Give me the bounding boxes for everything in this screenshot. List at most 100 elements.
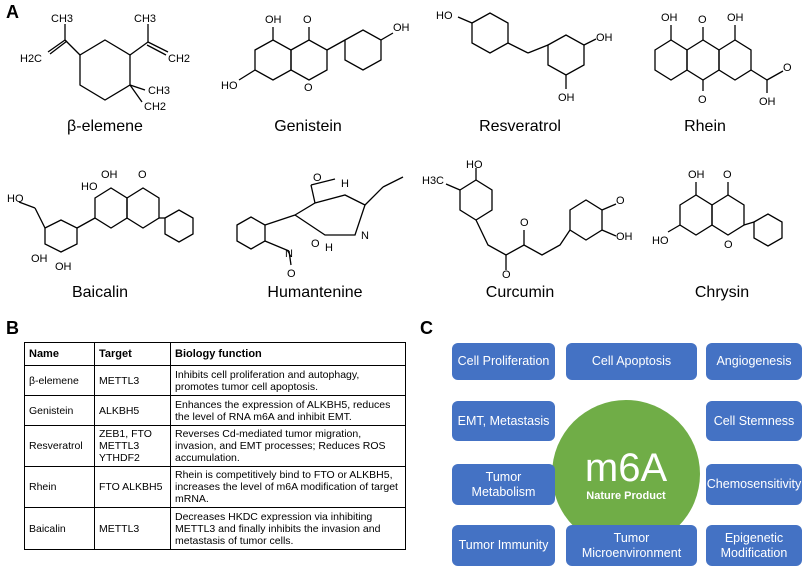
svg-text:O: O xyxy=(723,169,732,181)
svg-text:CH3: CH3 xyxy=(148,85,170,97)
compound-name-rhein: Rhein xyxy=(684,118,726,135)
box-cell-proliferation: Cell Proliferation xyxy=(452,343,555,380)
box-cell-apoptosis: Cell Apoptosis xyxy=(566,343,697,380)
header-target: Target xyxy=(94,342,171,366)
svg-text:N: N xyxy=(361,230,369,242)
svg-text:OH: OH xyxy=(759,96,776,108)
humantenine-structure: O H N H N O O xyxy=(236,172,404,280)
table-header-row: Name Target Biology function xyxy=(24,342,406,366)
cell-name: β-elemene xyxy=(24,365,95,396)
cell-name: Rhein xyxy=(24,466,95,508)
svg-text:CH3: CH3 xyxy=(134,13,156,25)
cell-function: Inhibits cell proliferation and autophag… xyxy=(170,365,406,396)
svg-text:HO: HO xyxy=(7,193,24,205)
compound-name-humantenine: Humantenine xyxy=(267,284,363,301)
svg-text:HO: HO xyxy=(436,10,453,22)
cell-target: METTL3 xyxy=(94,507,171,550)
cell-name: Resveratrol xyxy=(24,425,95,467)
nature-product-subtitle: Nature Product xyxy=(586,490,666,502)
box-tumor-metabolism: Tumor Metabolism xyxy=(452,464,555,505)
compound-name-genistein: Genistein xyxy=(274,118,342,135)
svg-text:OH: OH xyxy=(265,14,282,26)
svg-text:HO: HO xyxy=(466,159,483,171)
svg-text:O: O xyxy=(304,82,313,94)
beta-elemene-structure: CH3 CH3 H2C CH2 CH3 CH2 xyxy=(20,13,190,113)
table-row: Baicalin METTL3 Decreases HKDC expressio… xyxy=(24,507,406,550)
svg-text:H: H xyxy=(325,242,333,254)
svg-text:N: N xyxy=(285,248,293,260)
svg-text:OH: OH xyxy=(688,169,705,181)
baicalin-structure: HO OH O HO OH OH xyxy=(7,169,194,273)
box-chemosensitivity: Chemosensitivity xyxy=(706,464,802,505)
table-row: β-elemene METTL3 Inhibits cell prolifera… xyxy=(24,365,406,396)
svg-text:O: O xyxy=(616,195,625,207)
box-tumor-microenvironment: Tumor Microenvironment xyxy=(566,525,697,566)
m6a-center-circle: m6A Nature Product xyxy=(552,400,700,548)
svg-text:O: O xyxy=(698,14,707,26)
svg-text:O: O xyxy=(783,62,792,74)
svg-text:OH: OH xyxy=(55,261,72,273)
compound-name-baicalin: Baicalin xyxy=(71,284,129,301)
svg-text:CH3: CH3 xyxy=(51,13,73,25)
table-row: Rhein FTO ALKBH5 Rhein is competitively … xyxy=(24,466,406,508)
svg-text:OH: OH xyxy=(596,32,613,44)
box-epigenetic-modification: Epigenetic Modification xyxy=(706,525,802,566)
box-emt-metastasis: EMT, Metastasis xyxy=(452,401,555,441)
box-angiogenesis: Angiogenesis xyxy=(706,343,802,380)
compound-name-beta-elemene: β-elemene xyxy=(67,118,143,135)
svg-text:H3C: H3C xyxy=(422,175,444,187)
cell-target: METTL3 xyxy=(94,365,171,396)
svg-text:OH: OH xyxy=(31,253,48,265)
svg-text:O: O xyxy=(303,14,312,26)
panel-label-c: C xyxy=(420,318,433,338)
box-tumor-immunity: Tumor Immunity xyxy=(452,525,555,566)
cell-name: Genistein xyxy=(24,395,95,426)
svg-text:O: O xyxy=(502,269,511,281)
svg-text:OH: OH xyxy=(393,22,410,34)
biology-function-table: Name Target Biology function β-elemene M… xyxy=(24,342,406,550)
table-row: Genistein ALKBH5 Enhances the expression… xyxy=(24,395,406,426)
header-name: Name xyxy=(24,342,95,366)
header-biology-function: Biology function xyxy=(170,342,406,366)
resveratrol-structure: HO OH OH xyxy=(436,10,613,104)
cell-target: ALKBH5 xyxy=(94,395,171,426)
svg-text:OH: OH xyxy=(727,12,744,24)
rhein-structure: O O OH OH O OH xyxy=(654,12,792,108)
svg-text:CH2: CH2 xyxy=(144,101,166,113)
cell-function: Enhances the expression of ALKBH5, reduc… xyxy=(170,395,406,426)
svg-text:OH: OH xyxy=(101,169,118,181)
svg-text:O: O xyxy=(520,217,529,229)
svg-text:HO: HO xyxy=(221,80,238,92)
box-cell-stemness: Cell Stemness xyxy=(706,401,802,441)
compound-name-curcumin: Curcumin xyxy=(485,284,555,301)
genistein-structure: O OH HO OH O xyxy=(221,14,410,94)
svg-text:O: O xyxy=(724,239,733,251)
cell-target: FTO ALKBH5 xyxy=(94,466,171,508)
cell-target: ZEB1, FTO METTL3 YTHDF2 xyxy=(94,425,171,467)
svg-text:H: H xyxy=(341,178,349,190)
cell-function: Decreases HKDC expression via inhibiting… xyxy=(170,507,406,550)
svg-text:O: O xyxy=(287,268,296,280)
panel-label-a: A xyxy=(6,2,19,22)
svg-text:CH2: CH2 xyxy=(168,53,190,65)
curcumin-structure: HO H3C O O O OH xyxy=(422,159,633,281)
svg-text:O: O xyxy=(138,169,147,181)
svg-text:OH: OH xyxy=(558,92,575,104)
table-row: Resveratrol ZEB1, FTO METTL3 YTHDF2 Reve… xyxy=(24,425,406,467)
svg-text:O: O xyxy=(313,172,322,184)
svg-text:OH: OH xyxy=(661,12,678,24)
svg-text:O: O xyxy=(698,94,707,106)
svg-text:HO: HO xyxy=(81,181,98,193)
chrysin-structure: O OH HO O xyxy=(652,169,783,251)
m6a-title: m6A xyxy=(584,446,668,490)
compound-name-chrysin: Chrysin xyxy=(694,284,750,301)
cell-function: Rhein is competitively bind to FTO or AL… xyxy=(170,466,406,508)
cell-name: Baicalin xyxy=(24,507,95,550)
svg-text:O: O xyxy=(311,238,320,250)
svg-text:HO: HO xyxy=(652,235,669,247)
cell-function: Reverses Cd-mediated tumor migration, in… xyxy=(170,425,406,467)
panel-label-b: B xyxy=(6,318,19,338)
svg-text:OH: OH xyxy=(616,231,633,243)
svg-text:H2C: H2C xyxy=(20,53,42,65)
compound-name-resveratrol: Resveratrol xyxy=(479,118,561,135)
